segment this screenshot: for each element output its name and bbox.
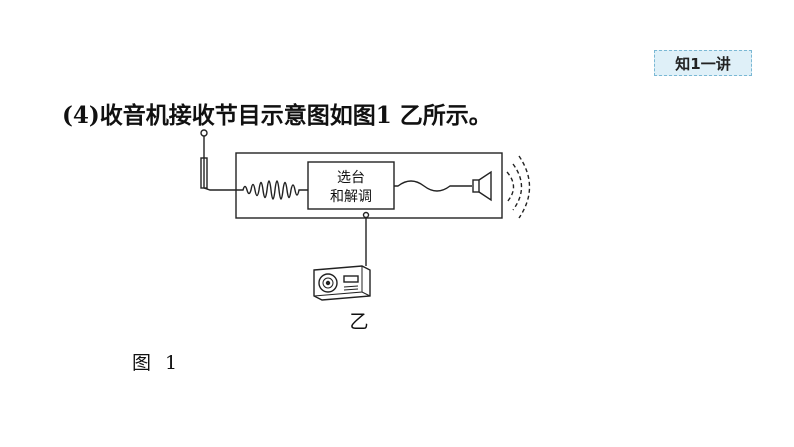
antenna-wire: [203, 187, 238, 191]
receiver-frame: [235, 152, 503, 219]
question-heading: (4)收音机接收节目示意图如图1 乙所示。: [62, 102, 492, 129]
box-label-line1: 选台: [337, 170, 365, 186]
radio-dial: [343, 275, 359, 283]
connector-node: [362, 211, 370, 219]
audio-wave: [394, 180, 472, 192]
sound-arc-1: [506, 171, 515, 203]
box-label-line2: 和解调: [330, 189, 372, 205]
speaker-body: [472, 179, 480, 193]
modulated-wave: [238, 180, 308, 200]
subfigure-label: 乙: [349, 311, 368, 333]
sound-arc-2: [512, 163, 523, 211]
figure-caption: 图 1: [132, 352, 182, 374]
radio-device: [313, 265, 371, 301]
speaker-cone: [478, 170, 492, 202]
section-badge: 知1一讲: [654, 50, 752, 76]
sound-arc-3: [518, 155, 531, 219]
radio-speaker-grille: [318, 273, 338, 293]
antenna-tip: [200, 129, 208, 137]
